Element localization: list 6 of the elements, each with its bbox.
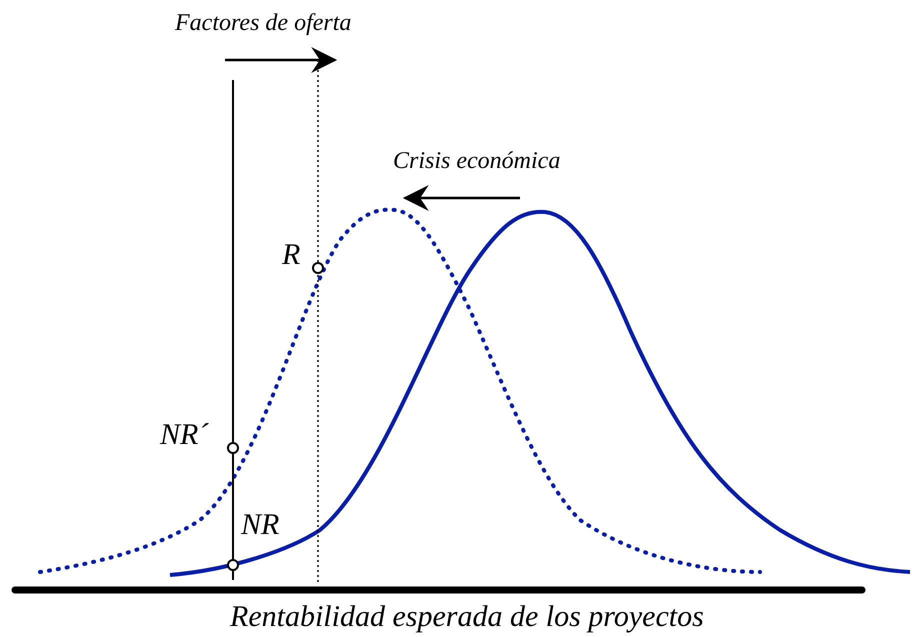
axis-label: Rentabilidad esperada de los proyectos <box>230 600 704 633</box>
point-label: NR´ <box>160 418 208 451</box>
point-label: R <box>282 238 300 271</box>
arrow-caption: Crisis económica <box>393 148 560 174</box>
arrow-caption: Factores de oferta <box>175 10 352 36</box>
point-label: NR <box>241 508 280 541</box>
